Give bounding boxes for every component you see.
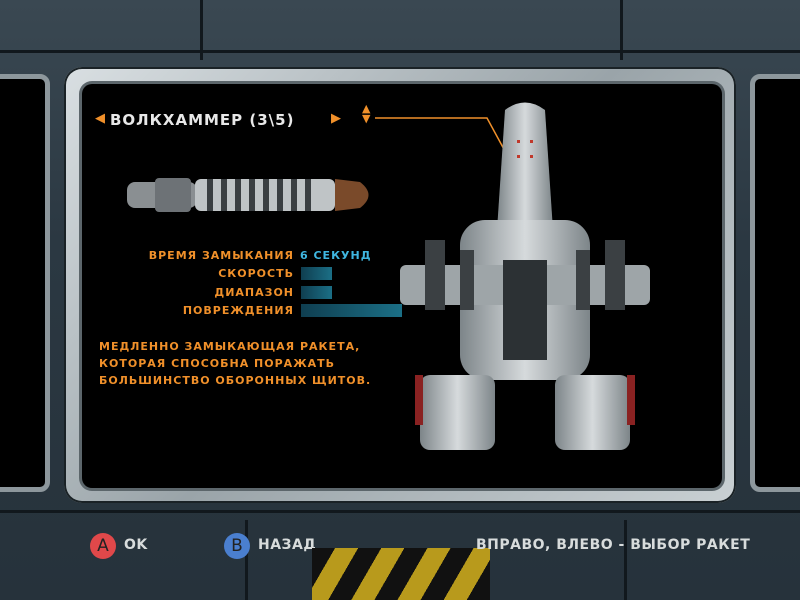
up-down-arrows-icon[interactable]: ▲▼ bbox=[362, 102, 371, 125]
lock-time-value: 6 СЕКУНД bbox=[300, 249, 372, 262]
missile-image bbox=[127, 178, 369, 212]
a-button-icon[interactable]: A bbox=[90, 533, 116, 559]
back-label[interactable]: НАЗАД bbox=[258, 537, 317, 553]
speed-label: СКОРОСТЬ bbox=[218, 267, 294, 280]
range-bar bbox=[301, 286, 332, 299]
missile-description: МЕДЛЕННО ЗАМЫКАЮЩАЯ РАКЕТА, КОТОРАЯ СПОС… bbox=[99, 338, 371, 389]
description-line: МЕДЛЕННО ЗАМЫКАЮЩАЯ РАКЕТА, bbox=[99, 340, 361, 353]
range-label: ДИАПАЗОН bbox=[214, 286, 294, 299]
hazard-stripes bbox=[312, 548, 490, 600]
lock-time-label: ВРЕМЯ ЗАМЫКАНИЯ bbox=[148, 249, 294, 262]
next-missile-arrow-icon[interactable]: ▶ bbox=[331, 111, 341, 126]
b-button-icon[interactable]: B bbox=[224, 533, 250, 559]
panel-seam bbox=[620, 0, 623, 60]
panel-seam bbox=[245, 520, 248, 600]
description-line: КОТОРАЯ СПОСОБНА ПОРАЖАТЬ bbox=[99, 357, 336, 370]
panel-seam bbox=[200, 0, 203, 60]
ship-image bbox=[400, 102, 650, 450]
panel-seam bbox=[0, 50, 800, 53]
missile-name: ВОЛКХАММЕР (3\5) bbox=[110, 111, 295, 129]
description-line: БОЛЬШИНСТВО ОБОРОННЫХ ЩИТОВ. bbox=[99, 374, 372, 387]
right-side-panel bbox=[750, 74, 800, 492]
left-side-panel bbox=[0, 74, 50, 492]
damage-label: ПОВРЕЖДЕНИЯ bbox=[182, 304, 294, 317]
damage-bar bbox=[301, 304, 402, 317]
panel-seam bbox=[0, 510, 800, 513]
ok-label[interactable]: OK bbox=[124, 537, 148, 553]
prev-missile-arrow-icon[interactable]: ◀ bbox=[95, 111, 105, 126]
panel-seam bbox=[624, 520, 627, 600]
missile-select-hint: ВПРАВО, ВЛЕВО - ВЫБОР РАКЕТ bbox=[476, 537, 751, 553]
speed-bar bbox=[301, 267, 332, 280]
